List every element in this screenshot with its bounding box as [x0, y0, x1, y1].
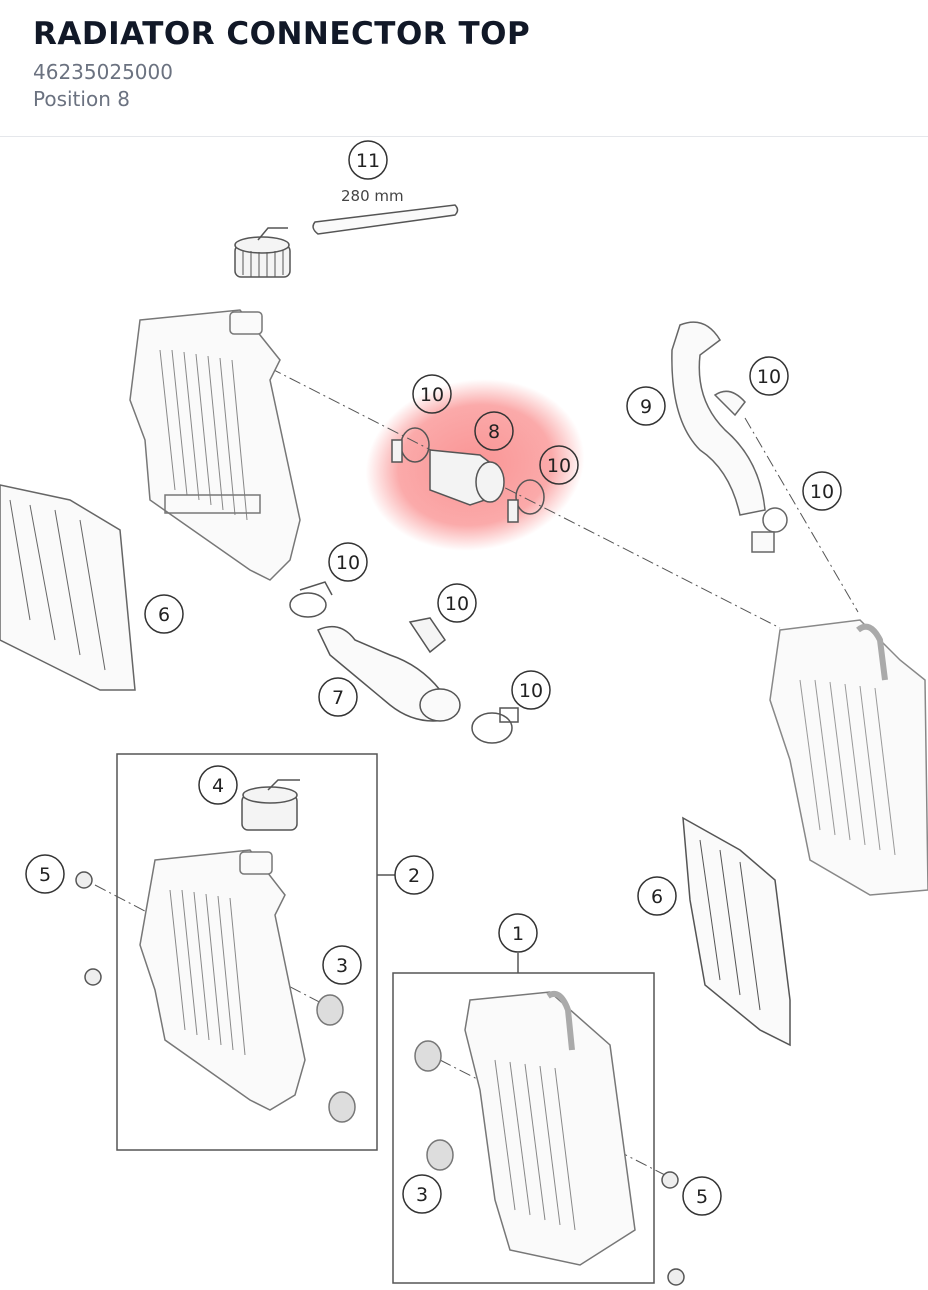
svg-text:10: 10 [519, 680, 543, 702]
svg-text:10: 10 [547, 455, 571, 477]
radiator-right [769, 619, 928, 896]
radiator-shroud-right [682, 816, 791, 1047]
callout-5-a[interactable]: 5 [25, 854, 65, 894]
bolts-part-5 [75, 871, 685, 1286]
callout-10-c[interactable]: 10 [749, 356, 789, 396]
svg-text:3: 3 [416, 1184, 428, 1206]
svg-text:4: 4 [212, 775, 224, 797]
svg-text:10: 10 [810, 481, 834, 503]
callout-10-b[interactable]: 10 [539, 445, 579, 485]
exploded-parts-diagram: 280 mm 11 10 8 10 9 10 10 6 10 10 7 10 4… [0, 138, 928, 1290]
filler-cap-top [234, 227, 291, 278]
hose-part-7 [316, 625, 461, 722]
svg-text:10: 10 [445, 593, 469, 615]
part-position: Position 8 [33, 87, 130, 111]
callout-7[interactable]: 7 [318, 677, 358, 717]
callout-1[interactable]: 1 [498, 913, 538, 953]
radiator-box-1 [414, 990, 636, 1266]
svg-text:6: 6 [651, 886, 663, 908]
callout-8[interactable]: 8 [474, 411, 514, 451]
hose-part-11 [312, 204, 459, 235]
svg-text:2: 2 [408, 865, 420, 887]
hose-part-9 [671, 321, 788, 553]
assembly-box-1 [392, 972, 655, 1284]
part-number: 46235025000 [33, 60, 173, 84]
svg-text:5: 5 [696, 1186, 708, 1208]
radiator-shroud-left [0, 484, 136, 691]
radiator-box-2 [139, 849, 356, 1123]
part-title: RADIATOR CONNECTOR TOP [33, 16, 531, 52]
callout-5-b[interactable]: 5 [682, 1176, 722, 1216]
callout-11[interactable]: 11 [348, 140, 388, 180]
svg-text:3: 3 [336, 955, 348, 977]
callout-10-a[interactable]: 10 [412, 374, 452, 414]
callout-6-a[interactable]: 6 [144, 594, 184, 634]
callout-6-b[interactable]: 6 [637, 876, 677, 916]
callout-10-d[interactable]: 10 [802, 471, 842, 511]
connector-part-8 [391, 427, 545, 523]
svg-text:9: 9 [640, 396, 652, 418]
svg-text:11: 11 [356, 150, 380, 172]
callout-10-f[interactable]: 10 [437, 583, 477, 623]
svg-text:5: 5 [39, 864, 51, 886]
svg-text:6: 6 [158, 604, 170, 626]
callout-2[interactable]: 2 [394, 855, 434, 895]
callout-10-e[interactable]: 10 [328, 542, 368, 582]
radiator-left-top [129, 309, 301, 581]
part-header: RADIATOR CONNECTOR TOP 46235025000 Posit… [0, 0, 928, 137]
svg-text:7: 7 [332, 687, 344, 709]
svg-text:8: 8 [488, 421, 500, 443]
svg-text:10: 10 [336, 552, 360, 574]
hose-clamps [289, 581, 519, 744]
dimension-label: 280 mm [341, 187, 404, 205]
assembly-box-2 [116, 753, 378, 1151]
svg-text:1: 1 [512, 923, 524, 945]
filler-cap-part-4 [241, 779, 300, 831]
svg-text:10: 10 [757, 366, 781, 388]
callout-3-b[interactable]: 3 [402, 1174, 442, 1214]
svg-text:10: 10 [420, 384, 444, 406]
callout-9[interactable]: 9 [626, 386, 666, 426]
callout-3-a[interactable]: 3 [322, 945, 362, 985]
callout-4[interactable]: 4 [198, 765, 238, 805]
callout-10-g[interactable]: 10 [511, 670, 551, 710]
